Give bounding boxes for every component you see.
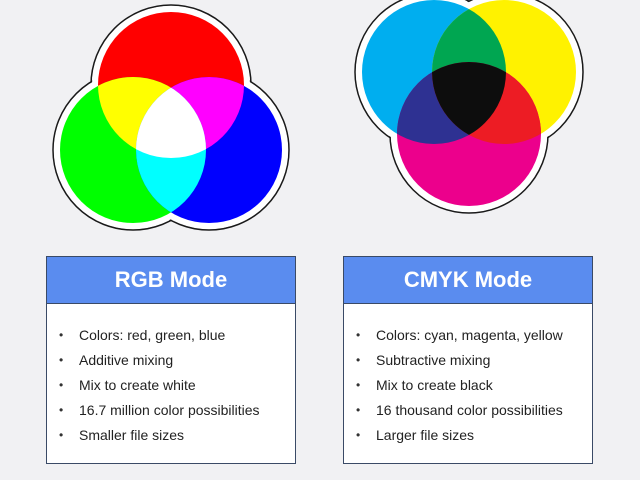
list-item: Additive mixing xyxy=(59,348,295,373)
list-item: Colors: red, green, blue xyxy=(59,323,295,348)
list-item: Colors: cyan, magenta, yellow xyxy=(356,323,592,348)
rgb-feature-list: Colors: red, green, blue Additive mixing… xyxy=(47,304,295,448)
rgb-venn xyxy=(52,4,290,231)
list-item: Mix to create black xyxy=(356,373,592,398)
rgb-mode-title: RGB Mode xyxy=(47,257,295,304)
list-item: Mix to create white xyxy=(59,373,295,398)
list-item: Subtractive mixing xyxy=(356,348,592,373)
rgb-white-center xyxy=(136,77,206,158)
rgb-mode-card: RGB Mode Colors: red, green, blue Additi… xyxy=(46,256,296,464)
cmyk-feature-list: Colors: cyan, magenta, yellow Subtractiv… xyxy=(344,304,592,448)
list-item: 16.7 million color possibilities xyxy=(59,398,295,423)
cmyk-mode-title: CMYK Mode xyxy=(344,257,592,304)
list-item: Larger file sizes xyxy=(356,423,592,448)
list-item: Smaller file sizes xyxy=(59,423,295,448)
cmyk-venn xyxy=(354,0,584,214)
list-item: 16 thousand color possibilities xyxy=(356,398,592,423)
cmyk-mode-card: CMYK Mode Colors: cyan, magenta, yellow … xyxy=(343,256,593,464)
venn-diagrams xyxy=(52,0,584,231)
